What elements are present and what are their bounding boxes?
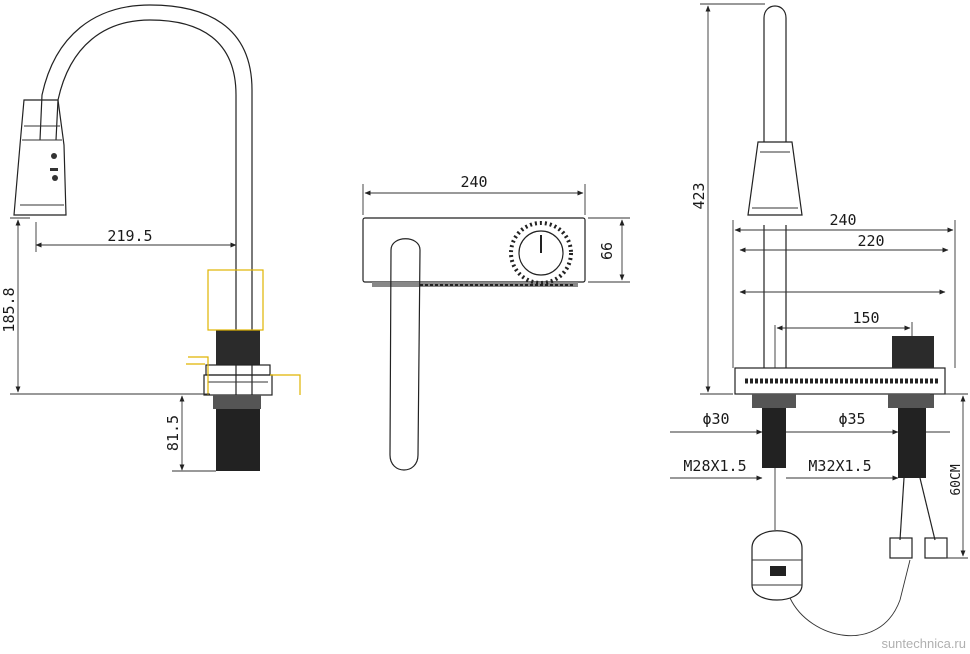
shank-length-dimension: 81.5	[164, 415, 182, 451]
front-view-faucet: 423 240 220 150 ϕ30 ϕ35 M28X1.5 M32X1.5 …	[670, 3, 968, 636]
side-view-faucet: 219.5 185.8 81.5	[0, 4, 301, 472]
front-width-inner-dimension: 220	[857, 232, 884, 250]
left-thread-spec: M28X1.5	[683, 457, 746, 475]
top-height-dimension: 66	[598, 242, 616, 260]
top-width-dimension: 240	[460, 173, 487, 191]
watermark-text: suntechnica.ru	[881, 636, 966, 651]
hose-length-dimension: 60CM	[949, 464, 964, 495]
right-hole-diameter: ϕ35	[838, 410, 865, 428]
front-width-outer-dimension: 240	[829, 211, 856, 229]
top-view-faucet: 240 66	[362, 173, 630, 471]
right-thread-spec: M32X1.5	[808, 457, 871, 475]
left-hole-diameter: ϕ30	[702, 410, 729, 428]
reach-dimension: 219.5	[107, 227, 152, 245]
center-distance-dimension: 150	[852, 309, 879, 327]
total-height-dimension: 423	[690, 182, 708, 209]
spout-height-dimension: 185.8	[0, 287, 18, 332]
